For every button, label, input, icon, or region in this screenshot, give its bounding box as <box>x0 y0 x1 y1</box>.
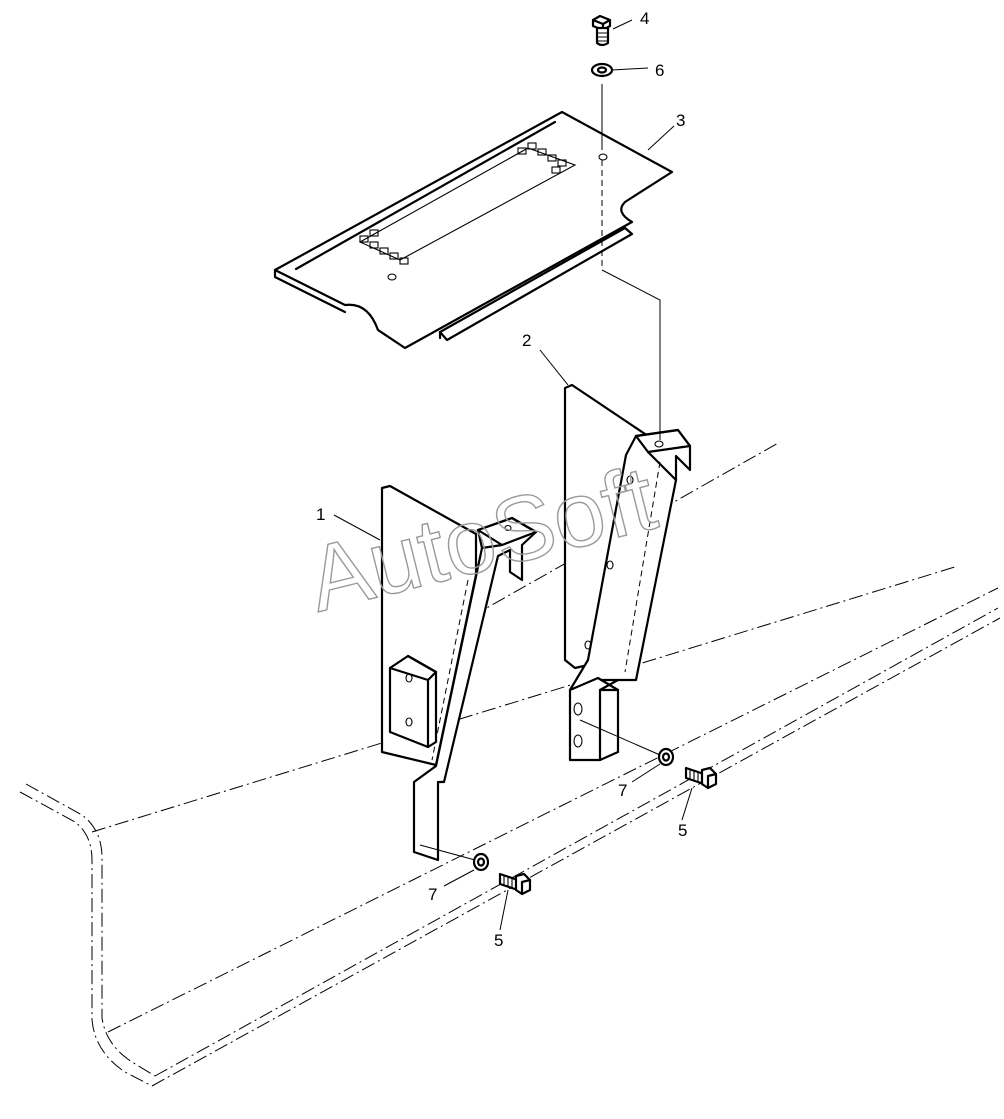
bracket-hole <box>573 702 583 716</box>
part-1-left-bracket <box>380 484 538 862</box>
plate-hole <box>598 153 608 161</box>
part-5-bolt-left <box>498 872 532 896</box>
part-7-washer-left <box>472 852 490 872</box>
block-hole <box>405 717 413 727</box>
callout-2: 2 <box>522 331 531 350</box>
bracket-hole <box>573 734 583 748</box>
bracket-hole <box>606 560 614 570</box>
part-3-cover-plate <box>273 110 674 350</box>
plate-hole <box>387 273 397 281</box>
callout-5-right: 5 <box>678 821 687 840</box>
bracket-hole <box>654 440 664 448</box>
plate-slot-marks <box>359 142 567 265</box>
part-2-right-bracket <box>563 383 692 762</box>
part-6-washer <box>590 62 614 78</box>
callout-1: 1 <box>316 505 325 524</box>
block-hole <box>405 673 413 683</box>
callout-6: 6 <box>655 61 664 80</box>
bracket-hole <box>504 524 512 532</box>
part-7-washer-right <box>657 747 675 767</box>
callouts: 4 6 3 2 1 7 5 7 5 <box>316 9 687 950</box>
callout-7-right: 7 <box>618 781 627 800</box>
callout-7-left: 7 <box>428 885 437 904</box>
callout-leaders <box>333 19 693 931</box>
part-5-bolt-right <box>684 766 718 790</box>
bracket-hole <box>584 640 592 650</box>
part-4-bolt <box>591 14 612 47</box>
callout-3: 3 <box>676 111 685 130</box>
bracket-hole <box>626 475 634 485</box>
assembly-lines <box>419 84 661 861</box>
callout-4: 4 <box>640 9 649 28</box>
callout-5-left: 5 <box>494 931 503 950</box>
